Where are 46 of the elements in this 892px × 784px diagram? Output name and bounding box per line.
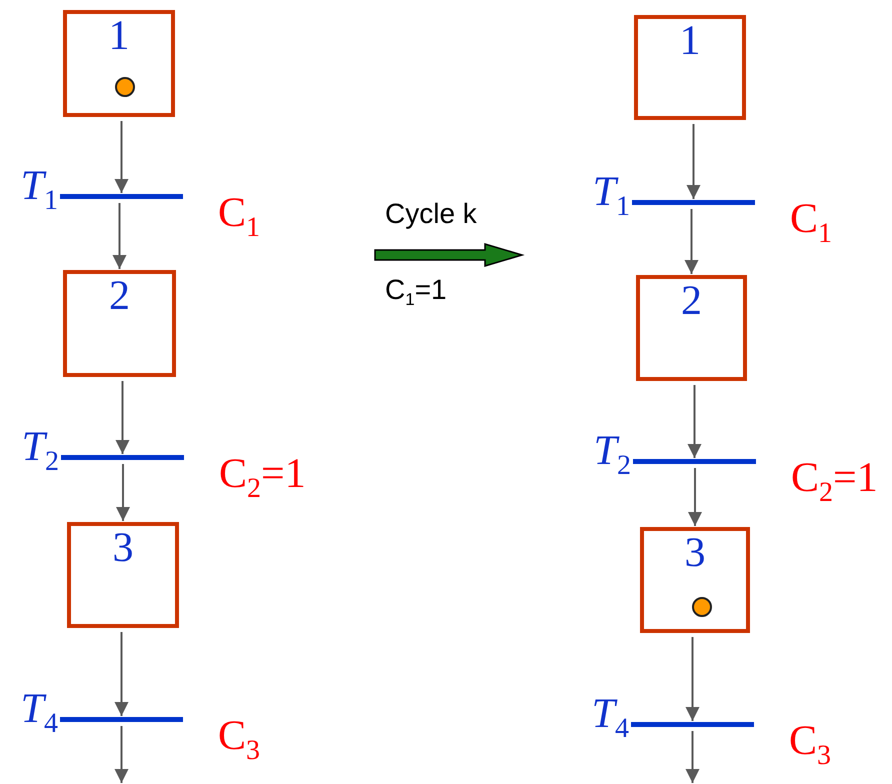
arrow [688,468,702,526]
step-number: 3 [112,524,134,572]
arrow [114,121,128,193]
transition-bar [632,200,755,205]
transition-bar [633,459,756,464]
condition-label: C$_{3}$ [789,719,832,763]
condition-label: C$_{1}$ [790,197,832,241]
step-number: 1 [108,12,130,60]
arrow [112,203,126,269]
step-number: 2 [681,277,702,325]
arrow [686,637,700,721]
arrow [116,381,130,454]
transition-note: C$_{1}$=1 [385,274,447,306]
step-number: 1 [680,17,700,65]
transition-bar [60,717,183,722]
arrow [114,726,128,783]
condition-label: C$_{1}$ [218,191,260,235]
arrow [116,464,130,521]
transition-label: T$_{4}$ [20,687,58,731]
arrow [688,385,702,458]
arrow [686,124,700,199]
arrow [686,731,700,783]
transition-bar [60,194,183,199]
transition-bar [631,722,754,727]
transition-note: Cycle k [385,198,477,230]
transition-label: T$_{1}$ [592,170,630,214]
step-number: 3 [684,529,706,577]
arrow [114,632,128,716]
step-box [63,10,175,117]
step-box [640,527,750,633]
transition-label: T$_{2}$ [594,429,631,473]
transition-label: T$_{1}$ [20,164,58,208]
token-dot [692,597,712,617]
transition-label: T$_{2}$ [22,425,59,469]
step-box [67,522,179,628]
condition-label: C$_{2}$=1 [791,456,878,500]
condition-label: C$_{3}$ [218,714,260,758]
step-number: 2 [109,272,130,320]
token-dot [115,77,135,97]
step-box [63,270,176,377]
step-box [634,15,746,120]
transition-bar [61,455,184,460]
transition-label: T$_{4}$ [592,692,629,736]
arrow [684,209,698,274]
condition-label: C$_{2}$=1 [219,452,306,496]
step-box [636,275,747,381]
